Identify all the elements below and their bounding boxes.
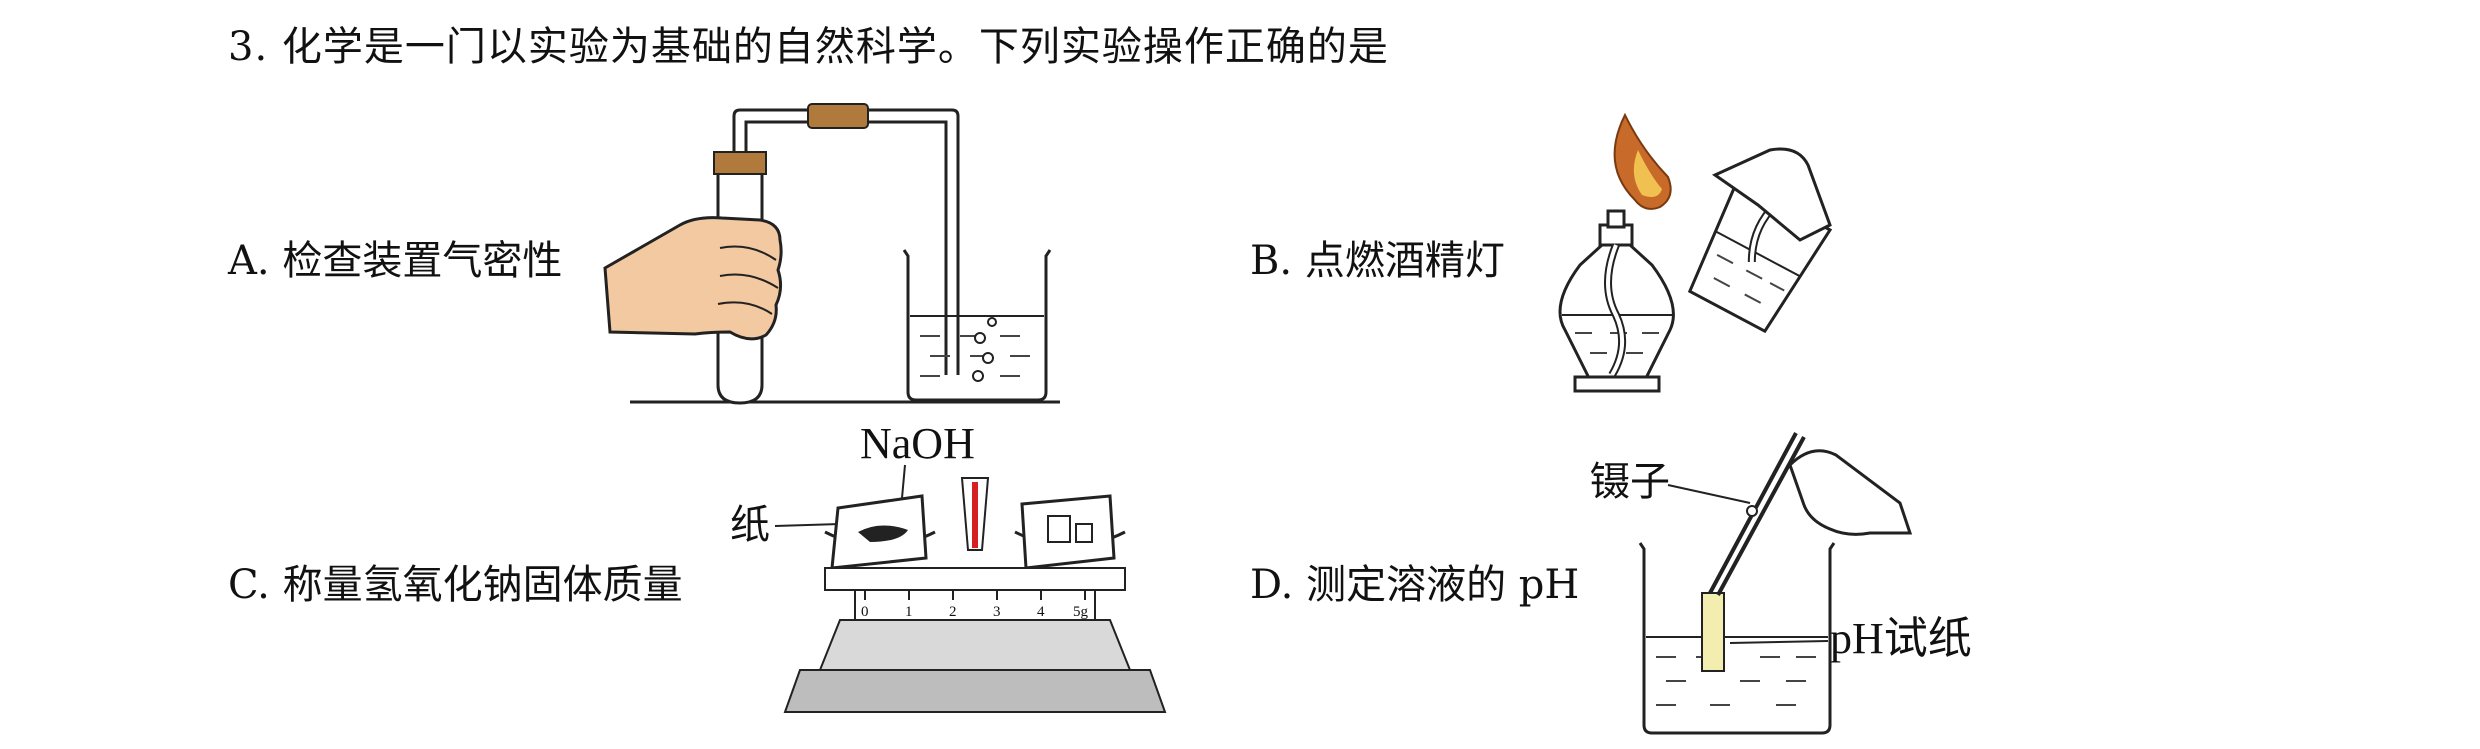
- alcohol-lamp-icon: [1558, 209, 1675, 393]
- tweezers-label: 镊子: [1590, 459, 1670, 505]
- scale-tick-2: 2: [949, 604, 957, 620]
- right-pan: [1014, 494, 1126, 570]
- paper-label: 纸: [730, 502, 770, 548]
- tweezers-icon: [1708, 432, 1806, 596]
- pointer: [960, 477, 990, 551]
- scale-tick-3: 3: [993, 604, 1001, 620]
- option-b-text: 点燃酒精灯: [1304, 238, 1505, 284]
- scale-tick-1: 1: [905, 604, 913, 620]
- option-d-text: 测定溶液的 pH: [1306, 562, 1580, 608]
- ph-paper-label: pH试纸: [1830, 614, 1972, 663]
- question-stem: 3. 化学是一门以实验为基础的自然科学。下列实验操作正确的是: [228, 14, 1389, 72]
- ph-paper: [1701, 592, 1725, 672]
- scale-tick-5: 5g: [1073, 604, 1089, 620]
- rubber-connector: [807, 103, 869, 129]
- hand-icon: [603, 216, 783, 341]
- scale-tick-0: 0: [861, 604, 869, 620]
- bubbles: [972, 317, 997, 382]
- beaker-icon: [1638, 542, 1836, 735]
- option-a[interactable]: A. 检查装置气密性: [228, 228, 562, 286]
- hand-icon: [1711, 147, 1832, 242]
- hand-icon: [1788, 449, 1913, 536]
- flame-icon: [1613, 112, 1672, 210]
- option-b[interactable]: B. 点燃酒精灯: [1250, 228, 1505, 286]
- scale-tick-4: 4: [1037, 604, 1045, 620]
- question-text: 化学是一门以实验为基础的自然科学。下列实验操作正确的是: [281, 24, 1389, 70]
- stopper: [713, 151, 767, 175]
- option-c[interactable]: C. 称量氢氧化钠固体质量: [228, 552, 683, 610]
- option-d[interactable]: D. 测定溶液的 pH: [1250, 552, 1579, 610]
- left-pan: [824, 494, 936, 570]
- option-a-text: 检查装置气密性: [282, 238, 563, 284]
- question-number: 3.: [228, 24, 269, 70]
- figure-a-airtightness: [603, 103, 1060, 405]
- figure-d-ph-test: 镊子 pH试纸: [1590, 432, 1972, 735]
- option-a-letter: A.: [228, 238, 270, 284]
- naoh-label: NaOH: [860, 419, 975, 468]
- figure-b-alcohol-lamp: [1558, 112, 1833, 393]
- balance-icon: 0 1 2 3 4 5g: [783, 567, 1167, 713]
- option-c-text: 称量氢氧化钠固体质量: [282, 562, 683, 608]
- beaker-icon: [902, 249, 1052, 402]
- figure-c-balance: NaOH 纸 0 1 2 3 4 5g: [730, 419, 1167, 713]
- option-d-letter: D.: [1250, 562, 1294, 608]
- option-b-letter: B.: [1250, 238, 1293, 284]
- option-c-letter: C.: [228, 562, 270, 608]
